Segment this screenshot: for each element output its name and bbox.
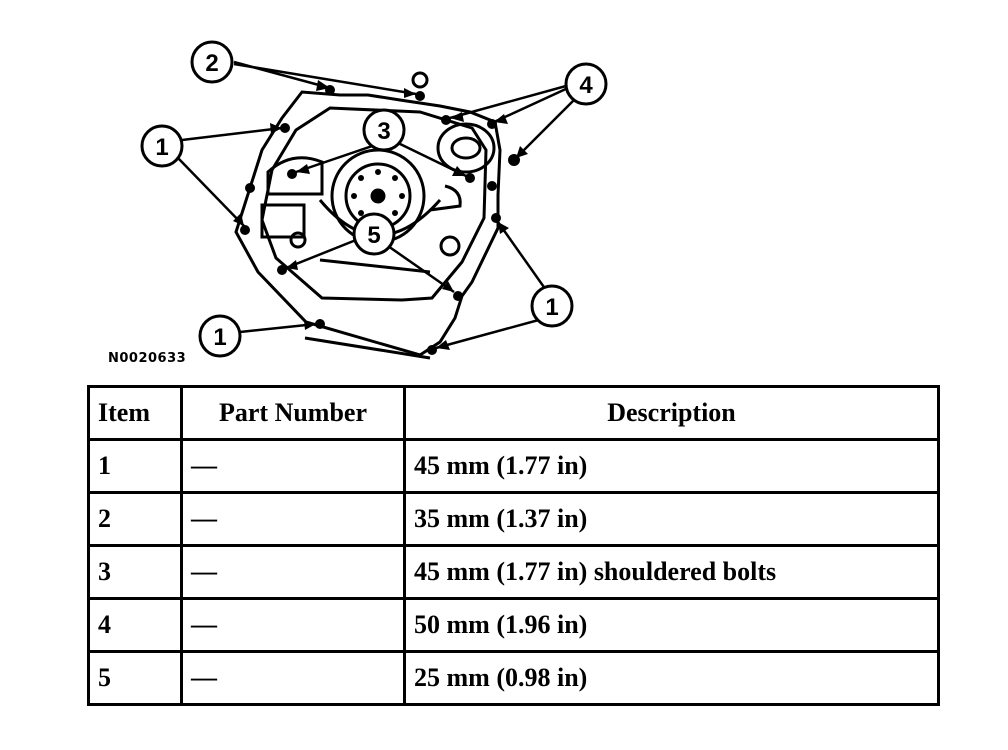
callout-1-bottom: 1 (198, 314, 242, 358)
svg-text:3: 3 (377, 118, 390, 145)
table-row: 2 — 35 mm (1.37 in) (87, 491, 940, 547)
svg-text:1: 1 (213, 324, 226, 351)
description-cell: 50 mm (1.96 in) (403, 597, 940, 653)
item-cell: 3 (87, 544, 183, 600)
bolt-1a (280, 123, 290, 133)
table-row: 4 — 50 mm (1.96 in) (87, 597, 940, 653)
bolt-1c (240, 225, 250, 235)
bolt-1d (487, 181, 497, 191)
callout-2: 2 (190, 40, 234, 84)
svg-text:1: 1 (545, 294, 558, 321)
svg-text:2: 2 (205, 50, 218, 77)
bolt-1e (491, 213, 501, 223)
svg-text:4: 4 (579, 72, 593, 99)
part-number-cell: — (180, 650, 406, 706)
bottom-flange (304, 336, 431, 360)
callout-4: 4 (564, 62, 608, 106)
transmission-case-diagram: 2 1 3 4 5 1 1 (140, 40, 608, 360)
item-cell: 5 (87, 650, 183, 706)
header-item: Item (87, 385, 183, 441)
bolts (240, 85, 520, 355)
table-row: 3 — 45 mm (1.77 in) shouldered bolts (87, 544, 940, 600)
svg-text:5: 5 (367, 222, 380, 249)
figure-id: N0020633 (108, 351, 187, 366)
parts-table: Item Part Number Description 1 — 45 mm (… (87, 385, 940, 706)
callout-3: 3 (362, 108, 406, 152)
callout-1-left: 1 (140, 124, 184, 168)
header-description: Description (403, 385, 940, 441)
bolt-1b (245, 183, 255, 193)
bolt-3b (465, 173, 475, 183)
bolt-5b (453, 291, 463, 301)
bolt-1g (427, 345, 437, 355)
table-row: 5 — 25 mm (0.98 in) (87, 650, 940, 706)
right-boss (436, 122, 496, 174)
part-number-cell: — (180, 491, 406, 547)
callout-5: 5 (352, 212, 396, 256)
description-cell: 35 mm (1.37 in) (403, 491, 940, 547)
part-number-cell: — (180, 597, 406, 653)
bolt-3a (287, 169, 297, 179)
description-cell: 25 mm (0.98 in) (403, 650, 940, 706)
part-number-cell: — (180, 438, 406, 494)
top-lug (411, 71, 429, 89)
leader-lines (177, 60, 575, 350)
case-outline (234, 90, 502, 357)
arrowheads (233, 80, 528, 350)
valve-body (260, 156, 462, 274)
description-cell: 45 mm (1.77 in) shouldered bolts (403, 544, 940, 600)
part-number-cell: — (180, 544, 406, 600)
item-cell: 4 (87, 597, 183, 653)
header-part-number: Part Number (180, 385, 406, 441)
description-cell: 45 mm (1.77 in) (403, 438, 940, 494)
bolt-1f (315, 319, 325, 329)
item-cell: 2 (87, 491, 183, 547)
table-row: 1 — 45 mm (1.77 in) (87, 438, 940, 494)
bolt-4a (441, 115, 451, 125)
svg-text:1: 1 (155, 134, 168, 161)
bolt-2b (415, 91, 425, 101)
table-header-row: Item Part Number Description (87, 385, 940, 441)
item-cell: 1 (87, 438, 183, 494)
right-boss-bore (450, 136, 482, 160)
bolt-5a (277, 265, 287, 275)
callout-1-right: 1 (530, 284, 574, 328)
